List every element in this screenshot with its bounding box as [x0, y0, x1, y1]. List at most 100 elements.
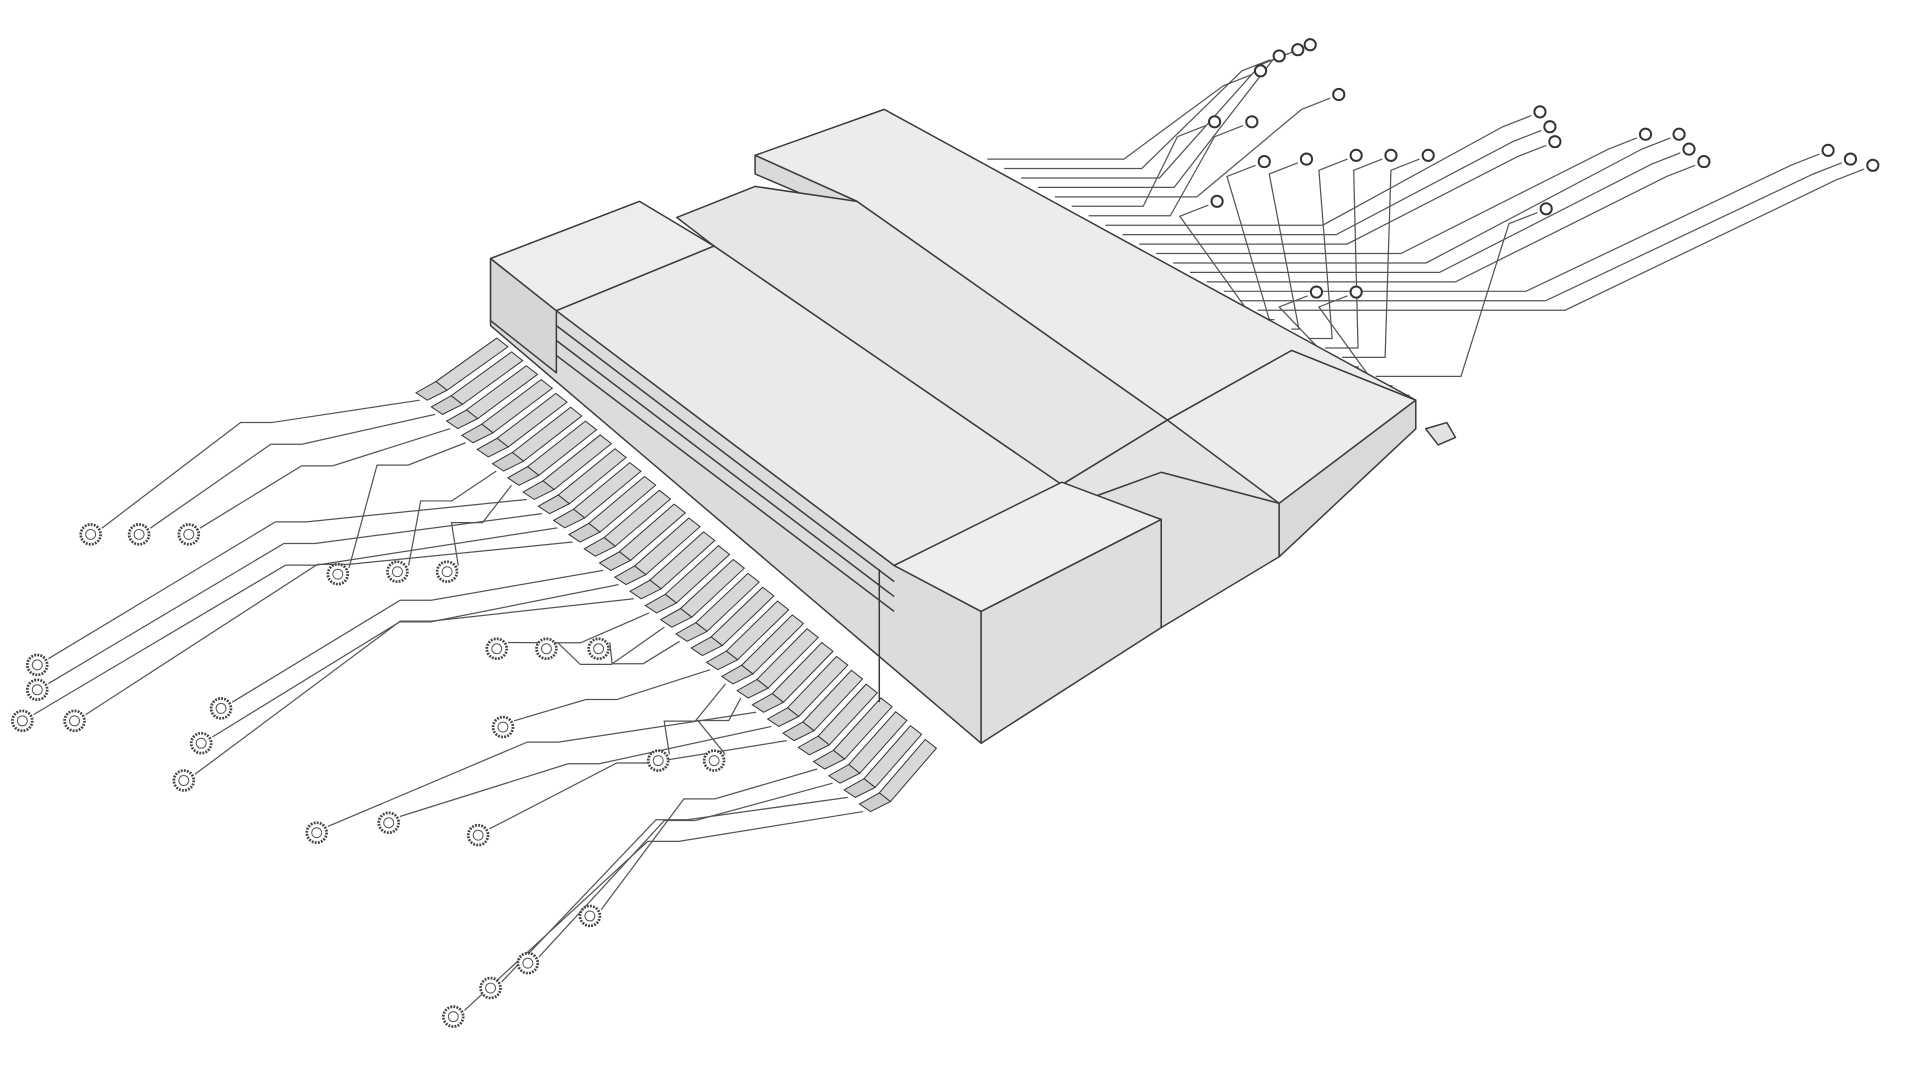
chip-pin	[491, 406, 583, 472]
circuit-trace	[507, 612, 650, 644]
circuit-trace	[194, 598, 634, 775]
chip-pin	[659, 558, 746, 628]
pad-hole	[383, 817, 395, 829]
chip-pin	[827, 711, 908, 784]
chip-pin	[782, 669, 864, 742]
chip-pin	[720, 614, 805, 685]
chip-front-block-face	[980, 518, 1162, 744]
solder-pad	[1253, 64, 1268, 78]
pin-foot	[782, 721, 815, 742]
solder-pad	[1548, 135, 1562, 149]
circuit-trace	[1342, 158, 1420, 359]
chip-pin	[858, 738, 938, 813]
chip-pin	[705, 600, 790, 671]
chip-edge-line	[555, 325, 895, 583]
side-pin	[1424, 421, 1457, 446]
circuit-trace	[33, 527, 558, 716]
pin-foot	[430, 395, 464, 415]
pin-foot	[644, 593, 678, 614]
pin-foot	[674, 622, 708, 642]
chip-pin	[644, 545, 731, 614]
solder-pad	[1210, 194, 1224, 208]
chip-pin	[506, 420, 598, 486]
solder-pad	[1843, 152, 1858, 166]
circuit-trace	[327, 711, 757, 828]
solder-pad	[1349, 285, 1363, 299]
pad-hole	[215, 702, 227, 714]
pin-foot	[736, 678, 770, 699]
pad-hole	[311, 827, 323, 839]
pad-hole	[593, 643, 605, 655]
circuit-trace	[231, 569, 604, 703]
solder-pad	[1208, 115, 1222, 129]
solder-pad	[1272, 49, 1286, 63]
chip-pin	[476, 392, 568, 458]
pin-foot	[583, 536, 617, 557]
chip-pin	[843, 724, 923, 798]
chip-pins	[415, 337, 938, 813]
circuit-trace	[1375, 211, 1538, 377]
pad-hole	[652, 755, 664, 767]
pad-hole	[584, 910, 596, 922]
pin-foot	[705, 650, 739, 671]
pin-foot	[858, 792, 892, 813]
circuit-trace	[464, 810, 864, 1011]
pad-hole	[195, 737, 207, 749]
solder-pads	[11, 38, 1880, 1028]
circuit-trace	[199, 427, 451, 529]
solder-pad	[1303, 38, 1317, 52]
circuit-trace	[1037, 47, 1302, 189]
pin-foot	[506, 466, 540, 486]
pad-hole	[391, 566, 403, 578]
pin-foot	[522, 480, 556, 501]
solder-pad	[1299, 152, 1314, 166]
chip-pin	[567, 475, 657, 543]
chip-body	[489, 108, 1457, 744]
pin-foot	[659, 607, 693, 628]
pin-foot	[843, 778, 877, 798]
solder-pad	[1257, 154, 1271, 169]
pad-hole	[178, 775, 190, 786]
solder-pad	[1384, 148, 1398, 162]
solder-pad	[1349, 148, 1363, 162]
circuit-trace	[987, 73, 1253, 160]
pad-hole	[708, 755, 720, 767]
pad-hole	[332, 568, 344, 580]
circuit-trace	[557, 626, 665, 666]
pin-foot	[415, 380, 449, 401]
circuit-trace	[399, 725, 772, 818]
circuit-trace	[85, 541, 573, 716]
circuit-trace	[407, 470, 497, 566]
circuit-trace	[538, 782, 833, 958]
pad-hole	[441, 566, 453, 578]
chip-pin	[797, 683, 879, 756]
pad-hole	[491, 643, 503, 655]
chip-pin	[552, 461, 642, 529]
pin-foot	[766, 707, 800, 728]
circuit-trace	[1206, 164, 1696, 283]
chip-edge-line	[555, 354, 895, 613]
pad-hole	[16, 715, 28, 727]
chip-pin	[598, 503, 687, 571]
solder-pad	[1821, 143, 1835, 157]
circuit-trace	[1071, 124, 1207, 207]
solder-pad	[1245, 115, 1259, 129]
pad-hole	[133, 528, 145, 540]
chip-pin	[537, 448, 627, 515]
circuit-trace	[1226, 164, 1275, 321]
pin-foot	[690, 636, 724, 657]
pad-hole	[183, 528, 195, 540]
pad-hole	[540, 643, 552, 655]
chip-pin	[751, 641, 834, 713]
pin-foot	[537, 494, 571, 515]
chip-pin	[583, 489, 672, 557]
solder-pad	[1421, 148, 1435, 162]
solder-pad	[1682, 142, 1696, 156]
circuit-trace	[1325, 158, 1383, 349]
solder-pad	[1638, 127, 1653, 141]
circuit-trace	[48, 498, 527, 660]
chip-pin	[812, 697, 893, 770]
pad-hole	[447, 1011, 459, 1023]
solder-pad	[1291, 43, 1305, 57]
